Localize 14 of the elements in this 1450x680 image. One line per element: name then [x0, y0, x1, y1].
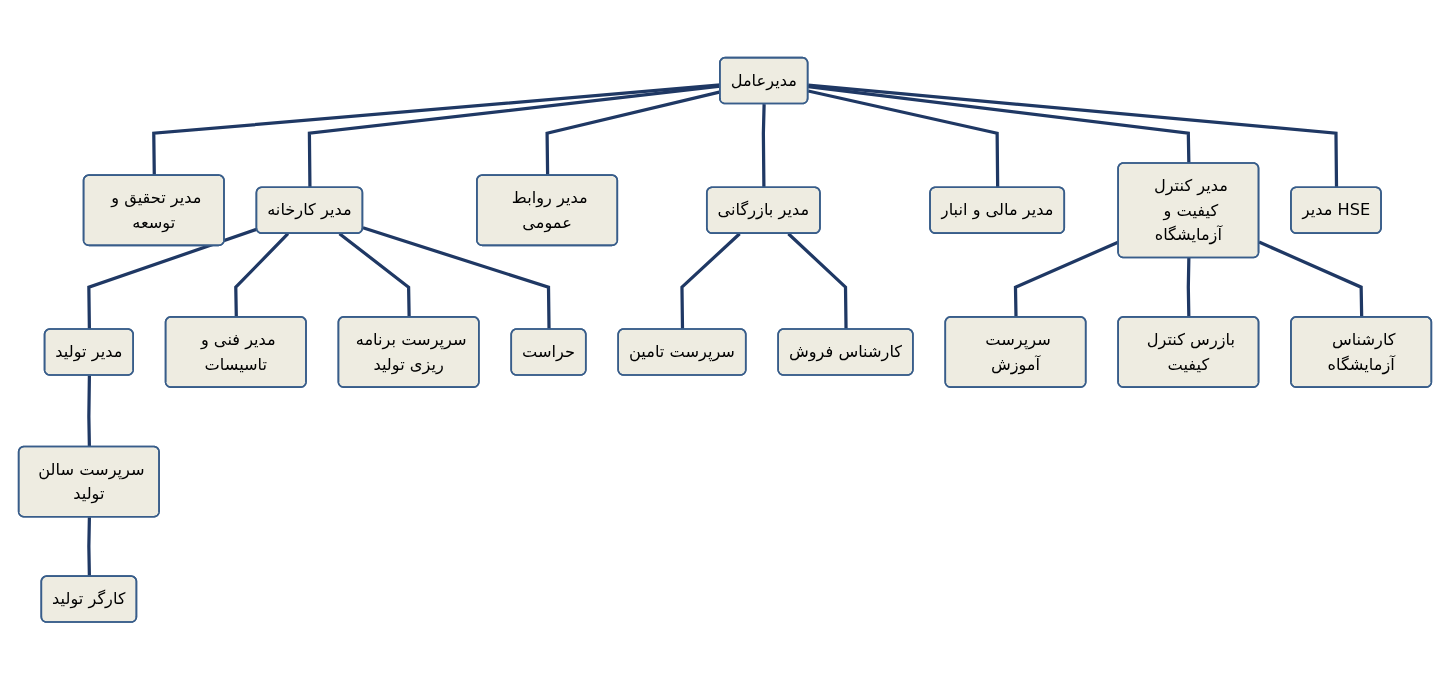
- connector: [1186, 258, 1191, 318]
- connector: [808, 83, 1339, 188]
- connector: [87, 517, 91, 577]
- connector: [1258, 240, 1364, 318]
- connector: [680, 232, 741, 330]
- connector: [787, 232, 848, 330]
- connector: [338, 232, 411, 318]
- connector: [808, 85, 1191, 164]
- connector: [87, 227, 258, 330]
- connector: [87, 375, 91, 448]
- connector: [807, 89, 1000, 188]
- connector: [761, 104, 766, 188]
- connector: [234, 232, 290, 318]
- connector: [362, 226, 551, 330]
